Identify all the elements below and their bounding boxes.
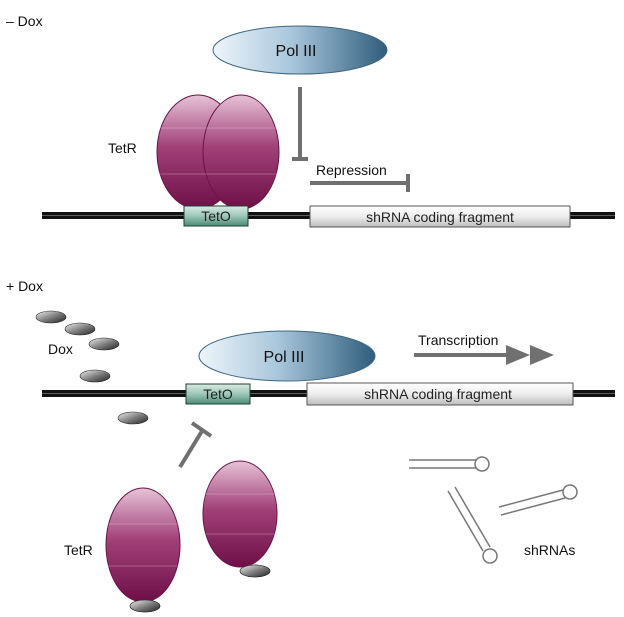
dox-label: Dox [48,341,73,357]
blocked-binding-icon [178,421,213,469]
teto-label: TetO [201,208,231,224]
dox-molecule [88,337,120,351]
condition-label: – Dox [6,13,43,29]
tetr-label: TetR [108,140,137,156]
tetr-free [105,487,181,603]
teto-operator: TetO [183,205,249,227]
shrna-hairpin-icon [409,456,490,472]
tetr-dimer [156,94,280,210]
shrna-hairpin-icon [447,486,498,564]
pol-iii-label: Pol III [276,43,317,60]
coding-fragment-label: shRNA coding fragment [364,386,512,402]
tetr-free [202,460,278,568]
dox-molecule [79,369,111,383]
pol-iii-enzyme: Pol III [198,330,376,382]
repression-bar-icon [310,174,410,192]
pol-iii-label: Pol III [264,349,305,366]
dox-molecule [117,411,149,425]
repression-label: Repression [316,162,387,178]
tetr-label: TetR [64,542,93,558]
dox-molecule [239,564,271,578]
condition-label: + Dox [6,278,43,294]
dox-molecule [64,322,96,336]
shrna-coding-fragment: shRNA coding fragment [309,205,571,228]
shrna-hairpin-icon [498,484,578,516]
shrna-coding-fragment: shRNA coding fragment [306,382,574,406]
dox-molecule [35,310,67,324]
panel-minus-dox: – Dox Pol III TetR Repression [6,13,615,228]
teto-label: TetO [203,386,233,402]
transcription-label: Transcription [418,332,498,348]
coding-fragment-label: shRNA coding fragment [366,209,514,225]
shrnas-label: shRNAs [524,542,575,558]
pol-block-icon [292,87,308,161]
panel-plus-dox: + Dox Dox Transcription Pol III [6,278,615,613]
pol-iii-enzyme: Pol III [212,25,388,75]
teto-operator: TetO [185,383,251,405]
transcription-arrow-icon [414,345,554,365]
dox-molecule [129,599,161,613]
